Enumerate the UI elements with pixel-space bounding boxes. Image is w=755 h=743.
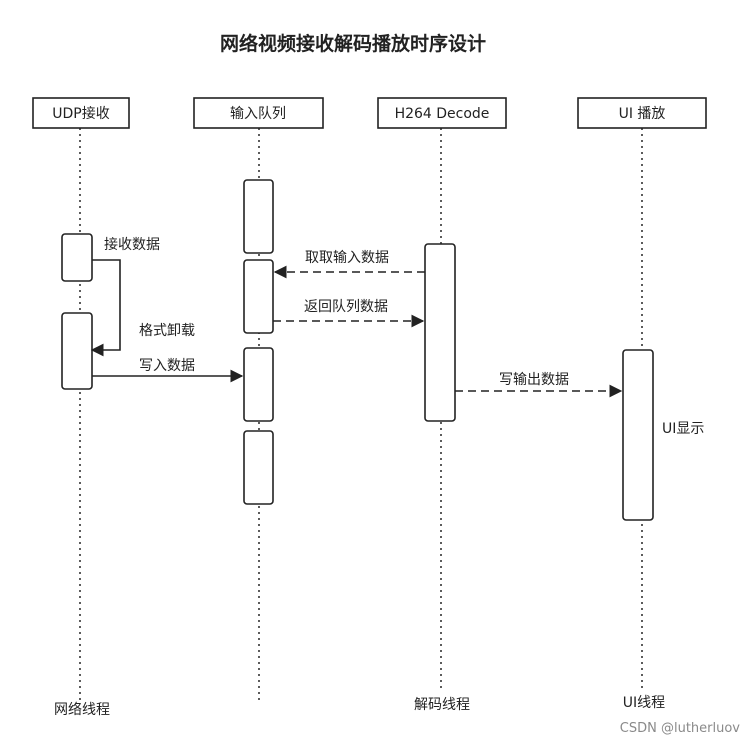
label-output: 写输出数据	[499, 372, 569, 388]
participant-udp-label: UDP接收	[52, 105, 109, 122]
participant-decode-label: H264 Decode	[395, 106, 490, 122]
participant-udp: UDP接收	[32, 97, 130, 129]
activation-queue-4	[243, 430, 274, 505]
label-parse: 格式卸载	[139, 323, 195, 339]
label-display: UI显示	[662, 421, 704, 437]
activation-ui	[622, 349, 654, 521]
activation-udp-receive	[61, 233, 93, 282]
label-receive: 接收数据	[104, 236, 160, 253]
watermark: CSDN @lutherluov	[620, 721, 741, 736]
arrow-self-parse	[90, 259, 121, 357]
footer-network-thread: 网络线程	[54, 702, 110, 718]
participant-decode: H264 Decode	[377, 97, 507, 129]
participant-ui: UI 播放	[577, 97, 707, 129]
participant-queue: 输入队列	[193, 97, 324, 129]
footer-decode-thread: 解码线程	[414, 697, 470, 713]
label-write: 写入数据	[139, 358, 195, 374]
participant-ui-label: UI 播放	[619, 106, 666, 122]
activation-decode	[424, 243, 456, 422]
activation-queue-1	[243, 179, 274, 254]
activation-udp-parse	[61, 312, 93, 390]
label-return: 返回队列数据	[304, 299, 388, 315]
label-fetch: 取取输入数据	[305, 250, 389, 266]
activation-queue-2	[243, 259, 274, 334]
participant-queue-label: 输入队列	[230, 106, 286, 122]
footer-ui-thread: UI线程	[623, 695, 665, 711]
diagram-title: 网络视频接收解码播放时序设计	[220, 32, 486, 55]
activation-queue-3	[243, 347, 274, 422]
